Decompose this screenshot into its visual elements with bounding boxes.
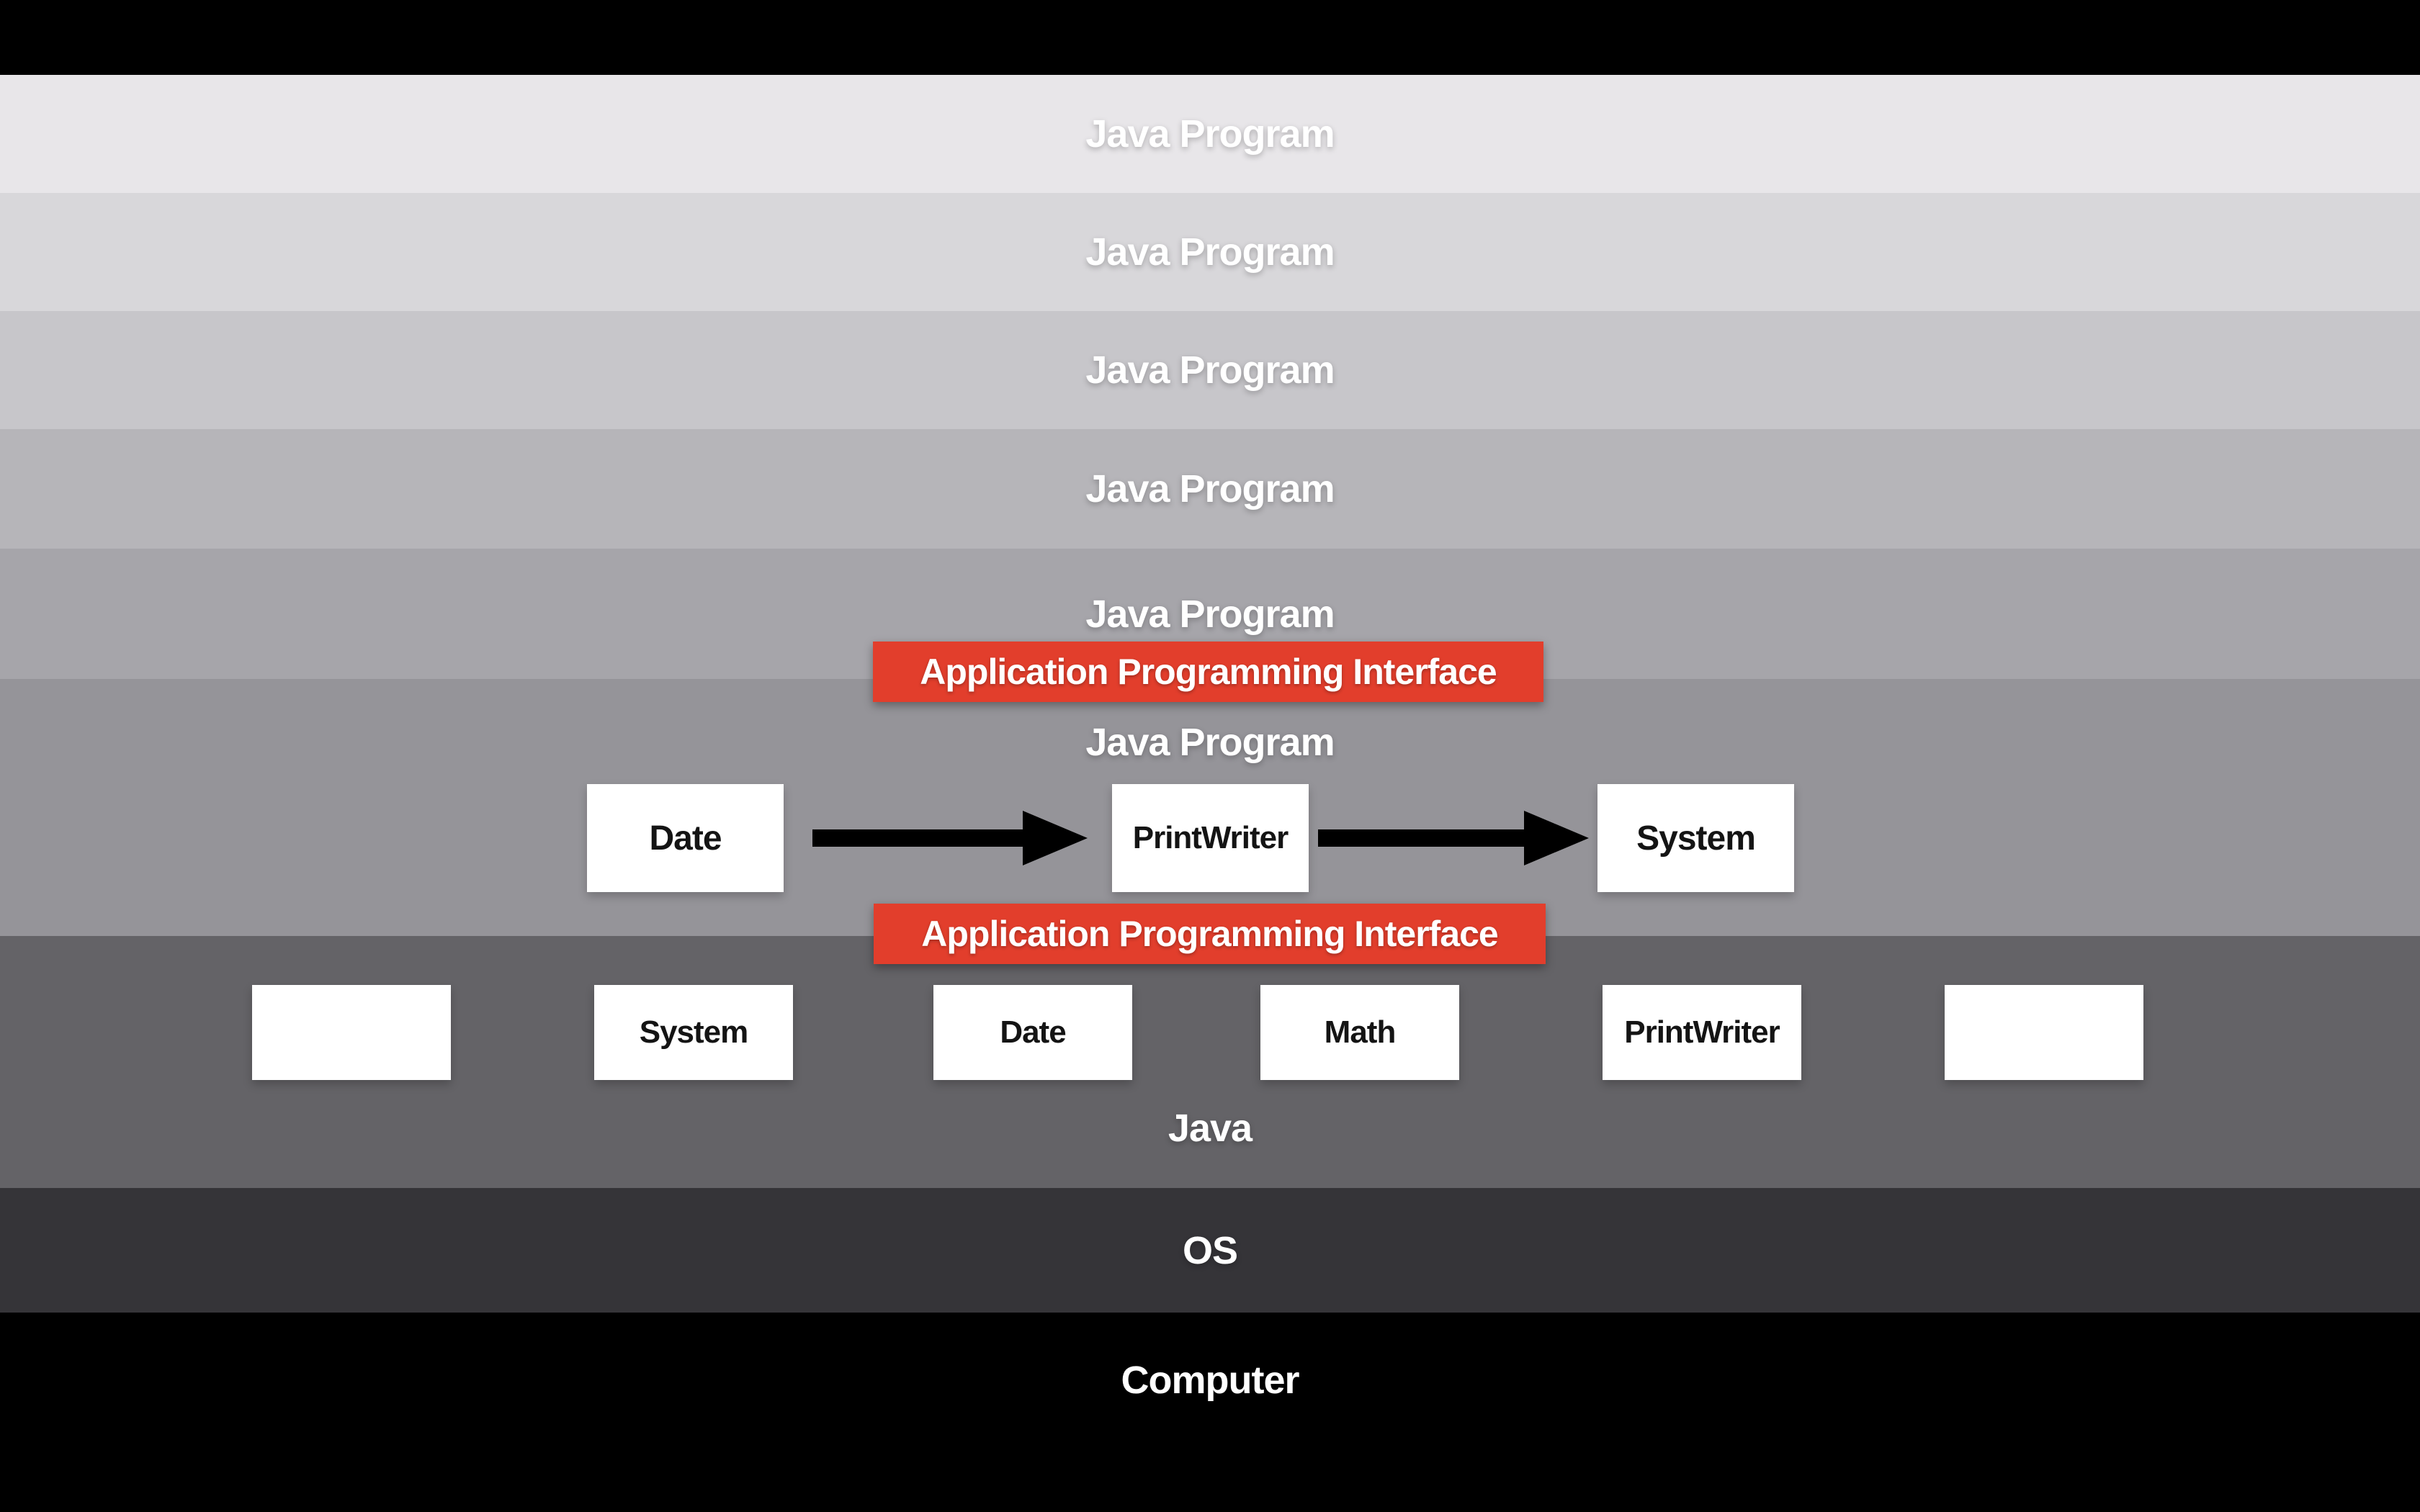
- class-box-empty-left: [252, 985, 451, 1080]
- java-program-layer-2: Java Program: [0, 193, 2420, 311]
- class-box-date-lib: Date: [933, 985, 1132, 1080]
- class-box-label: PrintWriter: [1132, 820, 1289, 855]
- os-label: OS: [1182, 1228, 1238, 1272]
- class-box-label: PrintWriter: [1624, 1014, 1780, 1050]
- class-box-label: Math: [1324, 1014, 1397, 1050]
- java-program-label: Java Program: [1085, 230, 1335, 274]
- class-box-math-lib: Math: [1260, 985, 1459, 1080]
- java-program-label: Java Program: [1085, 467, 1335, 510]
- os-layer: OS: [0, 1188, 2420, 1313]
- class-box-label: System: [639, 1014, 749, 1050]
- api-bar-label: Application Programming Interface: [921, 914, 1498, 954]
- class-box-empty-right: [1945, 985, 2143, 1080]
- java-program-label: Java Program: [1085, 592, 1335, 636]
- class-box-label: System: [1636, 819, 1756, 858]
- computer-label: Computer: [1121, 1359, 1300, 1402]
- api-bar-upper: Application Programming Interface: [873, 642, 1543, 702]
- java-program-label: Java Program: [1085, 348, 1335, 392]
- class-box-printwriter: PrintWriter: [1112, 784, 1309, 892]
- arrow-icon: [812, 811, 1088, 865]
- java-program-layer-3: Java Program: [0, 311, 2420, 429]
- api-bar-label: Application Programming Interface: [920, 652, 1497, 692]
- class-box-label: Date: [1000, 1014, 1066, 1050]
- java-program-layer-1: Java Program: [0, 75, 2420, 193]
- top-letterbox: [0, 0, 2420, 75]
- class-box-date: Date: [587, 784, 784, 892]
- api-bar-lower: Application Programming Interface: [874, 904, 1546, 964]
- java-program-label: Java Program: [1085, 721, 1335, 764]
- java-program-active-layer: Java Program Date PrintWriter System: [0, 679, 2420, 936]
- class-box-printwriter-lib: PrintWriter: [1603, 985, 1801, 1080]
- class-box-label: Date: [649, 819, 722, 858]
- java-runtime-layer: System Date Math PrintWriter Java: [0, 936, 2420, 1188]
- java-program-layer-4: Java Program: [0, 429, 2420, 549]
- computer-layer: Computer: [0, 1313, 2420, 1512]
- class-box-system: System: [1597, 784, 1794, 892]
- class-box-system-lib: System: [594, 985, 793, 1080]
- java-program-label: Java Program: [1085, 112, 1335, 156]
- arrow-icon: [1318, 811, 1589, 865]
- java-label: Java: [1168, 1107, 1252, 1150]
